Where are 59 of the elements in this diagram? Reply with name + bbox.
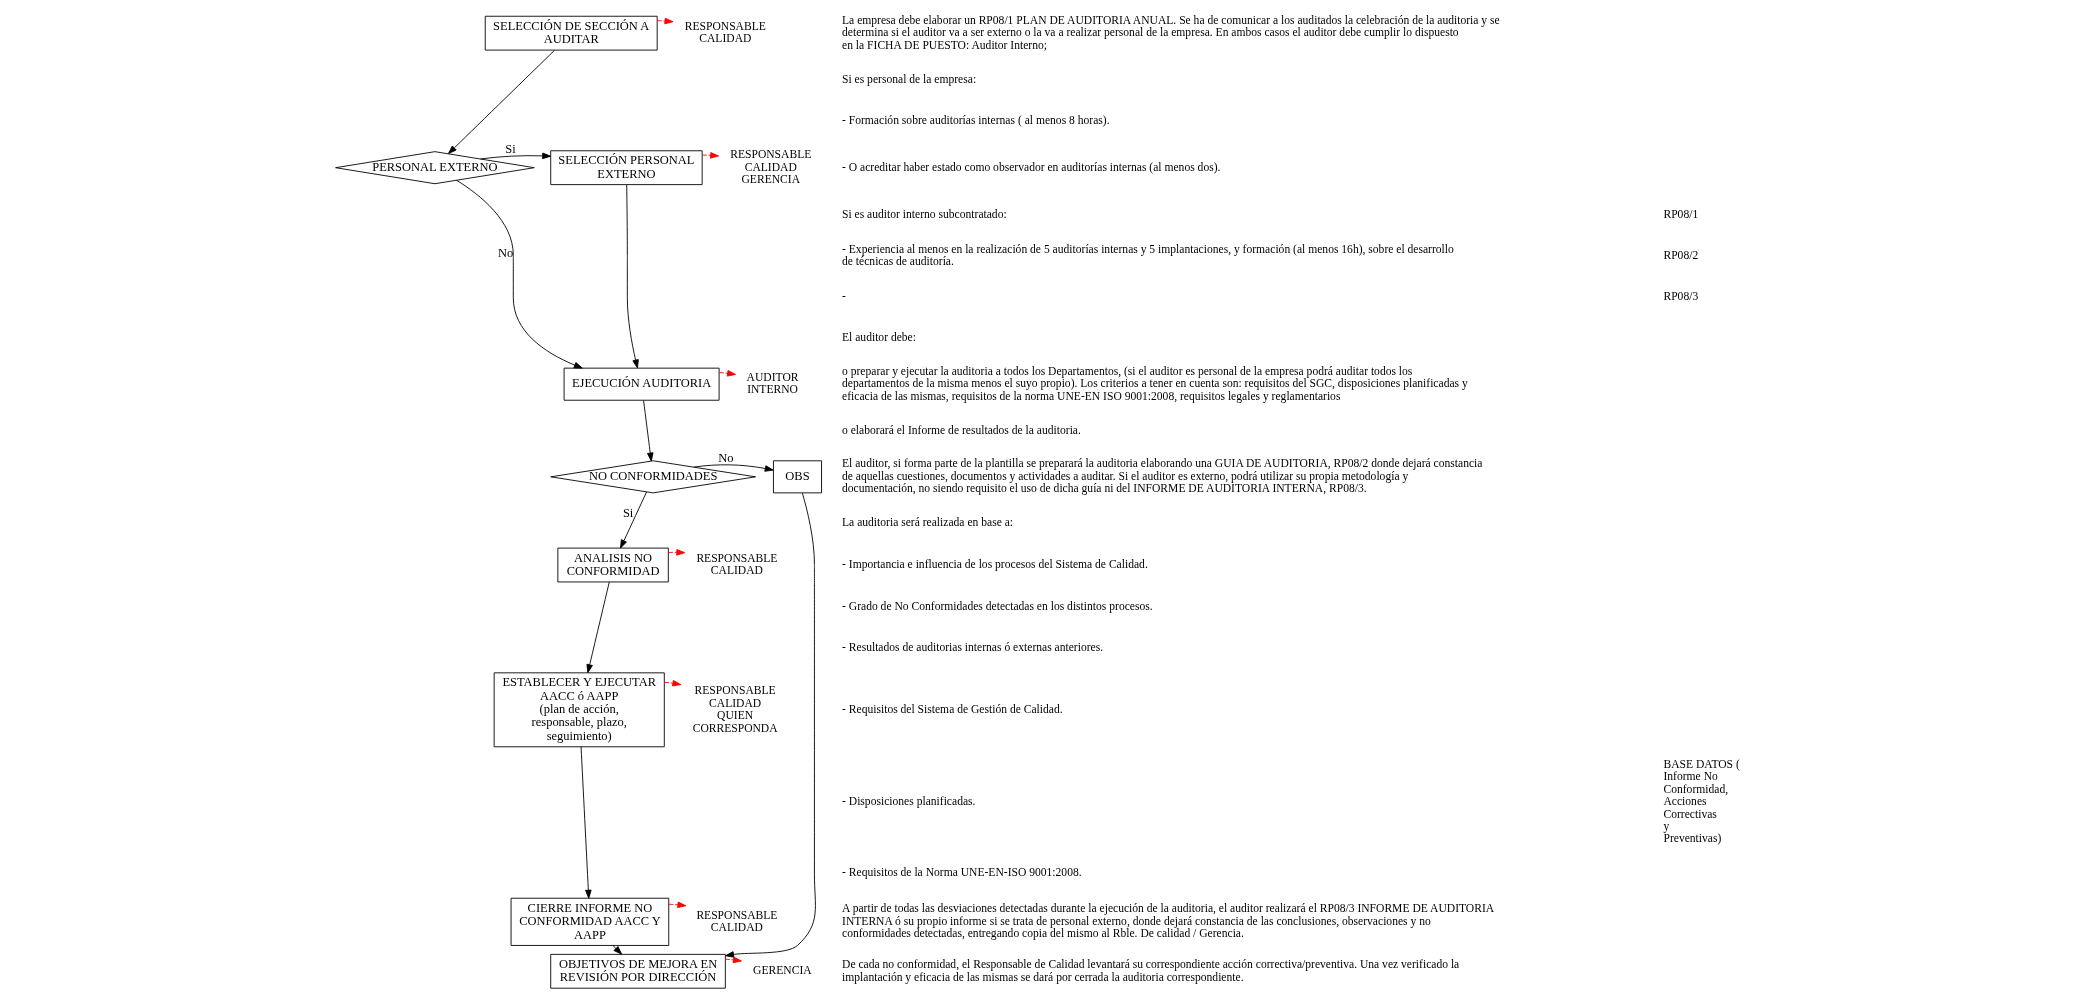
label: - O acreditar haber estado como observador en auditorías internas (al menos dos).	[842, 160, 1221, 174]
label: A partir de todas las desviaciones detectadas durante la ejecución de la auditoria, el auditor realizará el RP08/3 INFORME DE AUDITORIA INTERNA ó su propio informe si se trata de personal externo, donde dejará constancia de las conclusiones, observaciones y no conformidades detectadas, entregando copia del mismo al Rble. De calidad / Gerencia.	[842, 902, 1495, 941]
label: - Experiencia al menos en la realización de 5 auditorías internas y 5 implantaciones, y formación (al menos 16h), sobre el desarrollo de técnicas de auditoría.	[842, 242, 1454, 269]
arrow	[620, 491, 647, 549]
label: RP08/3	[1663, 289, 1699, 303]
label: o preparar y ejecutar la auditoria a todos los Departamentos, (si el auditor es personal de la empresa podrá auditar todos los departamentos de la misma menos el suyo propio). Los criterios a tener en cuenta son: requisitos del SGC, disposiciones planificadas y eficacia de las mismas, requisitos de la norma UNE-EN ISO 9001:2008, requisitos legales y reglamentarios	[842, 364, 1468, 403]
edge-label: No	[498, 245, 514, 260]
arrow	[668, 549, 686, 556]
label: RP08/1	[1663, 207, 1699, 221]
arrow	[668, 901, 687, 909]
node-text: RESPONSABLE CALIDAD QUIEN CORRESPONDA	[692, 684, 778, 735]
arrow	[724, 956, 742, 964]
arrow	[718, 370, 736, 377]
label: BASE DATOS ( Informe No Conformidad, Acciones Correctivas y Preventivas)	[1663, 757, 1740, 846]
label: - Disposiciones planificadas.	[842, 795, 976, 809]
arrow	[456, 179, 583, 369]
arrow	[725, 492, 816, 958]
node-box: ESTABLECER Y EJECUTAR AACC ó AAPP (plan de acción, responsable, plazo, seguimiento)	[493, 672, 665, 748]
label: - Grado de No Conformidades detectadas en los distintos procesos.	[842, 599, 1153, 613]
label: o elaborará el Informe de resultados de la auditoria.	[842, 423, 1081, 437]
label: La auditoria será realizada en base a:	[842, 516, 1014, 530]
label: De cada no conformidad, el Responsable de Calidad levantará su correspondiente acción correctiva/preventiva. Una vez verificado la implantación y eficacia de las mismas se dará por cerrada la auditoria correspondiente.	[842, 958, 1460, 984]
arrow	[643, 400, 654, 462]
node-box: OBS	[773, 460, 822, 494]
node-box: EJECUCIÓN AUDITORIA	[563, 367, 720, 401]
node-text: AUDITOR INTERNO	[746, 370, 799, 397]
label: -	[842, 289, 846, 303]
arrow	[448, 49, 555, 155]
label: - Resultados de auditorias internas ó externas anteriores.	[842, 640, 1104, 654]
edge-label: Si	[622, 505, 634, 520]
label: El auditor debe:	[842, 330, 916, 344]
arrow	[693, 464, 774, 472]
node-box: OBJETIVOS DE MEJORA EN REVISIÓN POR DIRECCIÓN	[550, 953, 726, 989]
label: - Requisitos de la Norma UNE-EN-ISO 9001:2008.	[842, 866, 1082, 880]
node-text: RESPONSABLE CALIDAD	[696, 908, 778, 935]
arrow	[701, 152, 720, 159]
node-box: SELECCIÓN PERSONAL EXTERNO	[550, 150, 703, 186]
label: - Formación sobre auditorías internas ( al menos 8 horas).	[842, 113, 1110, 127]
label: El auditor, si forma parte de la plantilla se preparará la auditoria elaborando una GUIA DE AUDITORIA, RP08/2 donde dejará constancia de aquellas cuestiones, documentos y actividades a auditar. Si el auditor es externo, podrá utilizar su propia metodología y documentación, no siendo requisito el uso de dicha guía ni del INFORME DE AUDITORIA INTERNA, RP08/3.	[842, 457, 1483, 496]
arrow	[612, 945, 623, 955]
arrow	[626, 184, 639, 369]
arrow	[586, 581, 610, 674]
label: RP08/2	[1663, 248, 1699, 262]
node-text: RESPONSABLE CALIDAD	[684, 19, 766, 46]
label: - Requisitos del Sistema de Gestión de Calidad.	[842, 702, 1063, 716]
arrow	[656, 17, 674, 25]
node-text: GERENCIA	[753, 964, 812, 978]
arrow	[664, 680, 682, 687]
arrow	[480, 152, 552, 160]
node-box: SELECCIÓN DE SECCIÓN A AUDITAR	[484, 15, 658, 51]
label: Si es auditor interno subcontratado:	[842, 207, 1007, 221]
label: - Importancia e influencia de los procesos del Sistema de Calidad.	[842, 558, 1148, 572]
label: La empresa debe elaborar un RP08/1 PLAN DE AUDITORIA ANUAL. Se ha de comunicar a los auditados la celebración de la auditoria y se determina si el auditor va a ser externo o la va a realizar personal de la empresa. En ambos casos el auditor debe cumplir lo dispuesto en la FICHA DE PUESTO: Auditor Interno;	[842, 13, 1500, 52]
arrow	[580, 746, 592, 899]
node-box: CIERRE INFORME NO CONFORMIDAD AACC Y AAPP	[510, 897, 670, 946]
node-box: ANALISIS NO CONFORMIDAD	[557, 547, 669, 583]
node-text: RESPONSABLE CALIDAD	[696, 551, 778, 578]
label: Si es personal de la empresa:	[842, 72, 977, 86]
node-text: RESPONSABLE CALIDAD GERENCIA	[730, 148, 812, 187]
